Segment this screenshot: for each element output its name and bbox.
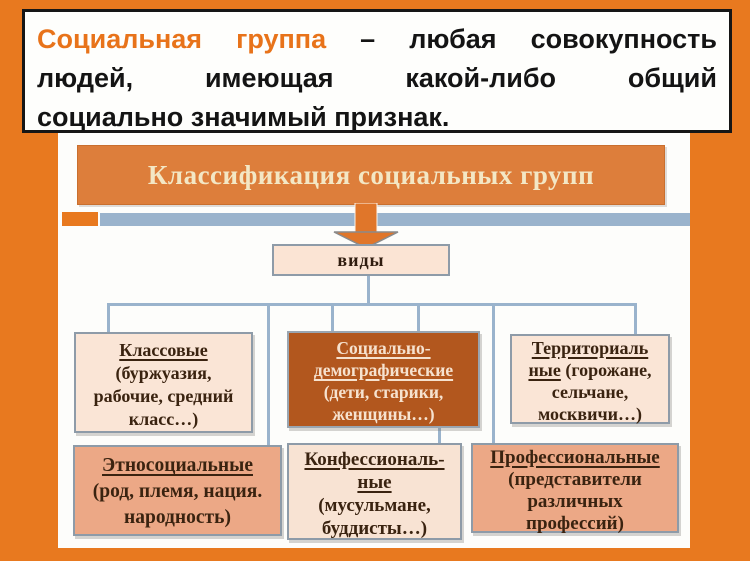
text-segment: (дети, старики, bbox=[323, 382, 444, 402]
text-segment: ные bbox=[528, 360, 561, 380]
text-line: (буржуазия, bbox=[76, 362, 251, 385]
text-line: сельчане, bbox=[512, 381, 668, 403]
diagram-panel: Классификация социальных групп виды Клас… bbox=[58, 133, 690, 548]
text-segment: рабочие, средний bbox=[93, 386, 234, 406]
text-line: людей, имеющая какой-либо общий bbox=[37, 59, 717, 98]
text-line: Социально- bbox=[289, 337, 478, 359]
text-segment: буддисты…) bbox=[321, 518, 428, 539]
text-segment: Профессиональные bbox=[490, 447, 660, 468]
text-line: различных bbox=[473, 491, 677, 513]
text-segment: ные bbox=[357, 472, 392, 493]
text-line: демографические bbox=[289, 359, 478, 381]
box-klassovye: Классовые (буржуазия, рабочие, средний клас… bbox=[74, 332, 253, 433]
text-segment: женщины…) bbox=[332, 404, 435, 424]
text-line: профессий) bbox=[473, 513, 677, 535]
text-line: москвичи…) bbox=[512, 403, 668, 425]
text-segment: (буржуазия, bbox=[115, 363, 212, 383]
text-segment: народность) bbox=[124, 507, 231, 528]
definition-box: Социальная группа – любая совокупность лю… bbox=[22, 9, 732, 133]
text-segment: Классовые bbox=[119, 340, 208, 360]
connector-drop-professional bbox=[492, 303, 495, 445]
text-segment: москвичи…) bbox=[538, 404, 642, 424]
text-segment: Конфессиональ- bbox=[304, 449, 445, 470]
text-segment: (горожане, bbox=[560, 360, 652, 380]
connector-drop-socdem-left bbox=[331, 303, 334, 333]
box-ethnosocial: Этносоциальные (род, племя, нация. народно… bbox=[73, 445, 282, 536]
text-line: Территориаль bbox=[512, 337, 668, 359]
decor-bar-orange-segment bbox=[62, 212, 98, 226]
text-segment: демографические bbox=[313, 360, 454, 380]
connector-horizontal bbox=[107, 303, 637, 306]
text-line: ные (горожане, bbox=[512, 359, 668, 381]
text-line: рабочие, средний bbox=[76, 385, 251, 408]
text-segment: Территориаль bbox=[531, 338, 649, 358]
box-social-demographic: Социально-демографические(дети, старики,… bbox=[287, 331, 480, 428]
vidy-node: виды bbox=[272, 244, 450, 276]
text-segment: профессий) bbox=[526, 513, 624, 534]
text-line: Профессиональные bbox=[473, 447, 677, 469]
definition-text: Социальная группа – любая совокупность лю… bbox=[37, 20, 717, 137]
decor-bar-blue-segment bbox=[100, 213, 690, 226]
text-segment: класс…) bbox=[128, 409, 199, 429]
text-line: (представители bbox=[473, 469, 677, 491]
connector-vidy-down bbox=[367, 276, 370, 303]
connector-drop-confessional bbox=[438, 428, 441, 445]
text-line: социально значимый признак. bbox=[37, 98, 717, 137]
connector-drop-socdem-right bbox=[417, 303, 420, 333]
text-line: женщины…) bbox=[289, 403, 478, 425]
text-segment: – любая совокупность bbox=[326, 24, 717, 54]
text-segment: (род, племя, нация. bbox=[92, 481, 263, 502]
text-segment: сельчане, bbox=[551, 382, 629, 402]
text-segment: Социально- bbox=[336, 338, 431, 358]
text-line: Классовые bbox=[76, 339, 251, 362]
text-segment: людей, имеющая какой-либо общий bbox=[37, 63, 717, 93]
text-line: народность) bbox=[75, 505, 280, 531]
diagram-title: Классификация социальных групп bbox=[77, 145, 665, 205]
text-segment: Этносоциальные bbox=[102, 455, 253, 476]
text-line: (род, племя, нация. bbox=[75, 479, 280, 505]
text-segment: различных bbox=[527, 491, 623, 512]
box-confessional: Конфессиональ-ные(мусульмане,буддисты…) bbox=[287, 443, 462, 540]
text-line: ные bbox=[289, 471, 460, 494]
text-segment: социально значимый признак. bbox=[37, 102, 450, 132]
text-line: Этносоциальные bbox=[75, 453, 280, 479]
text-line: буддисты…) bbox=[289, 517, 460, 540]
text-line: класс…) bbox=[76, 408, 251, 431]
connector-drop-territorial bbox=[634, 303, 637, 336]
connector-drop-klassovye bbox=[107, 303, 110, 334]
text-line: (дети, старики, bbox=[289, 381, 478, 403]
down-arrow-icon bbox=[332, 202, 400, 249]
text-segment: (представители bbox=[508, 469, 642, 490]
connector-drop-ethnosocial bbox=[267, 303, 270, 445]
text-segment: (мусульмане, bbox=[318, 495, 431, 516]
text-line: (мусульмане, bbox=[289, 494, 460, 517]
text-line: Социальная группа – любая совокупность bbox=[37, 20, 717, 59]
text-line: Конфессиональ- bbox=[289, 448, 460, 471]
text-segment: Социальная группа bbox=[37, 24, 327, 54]
